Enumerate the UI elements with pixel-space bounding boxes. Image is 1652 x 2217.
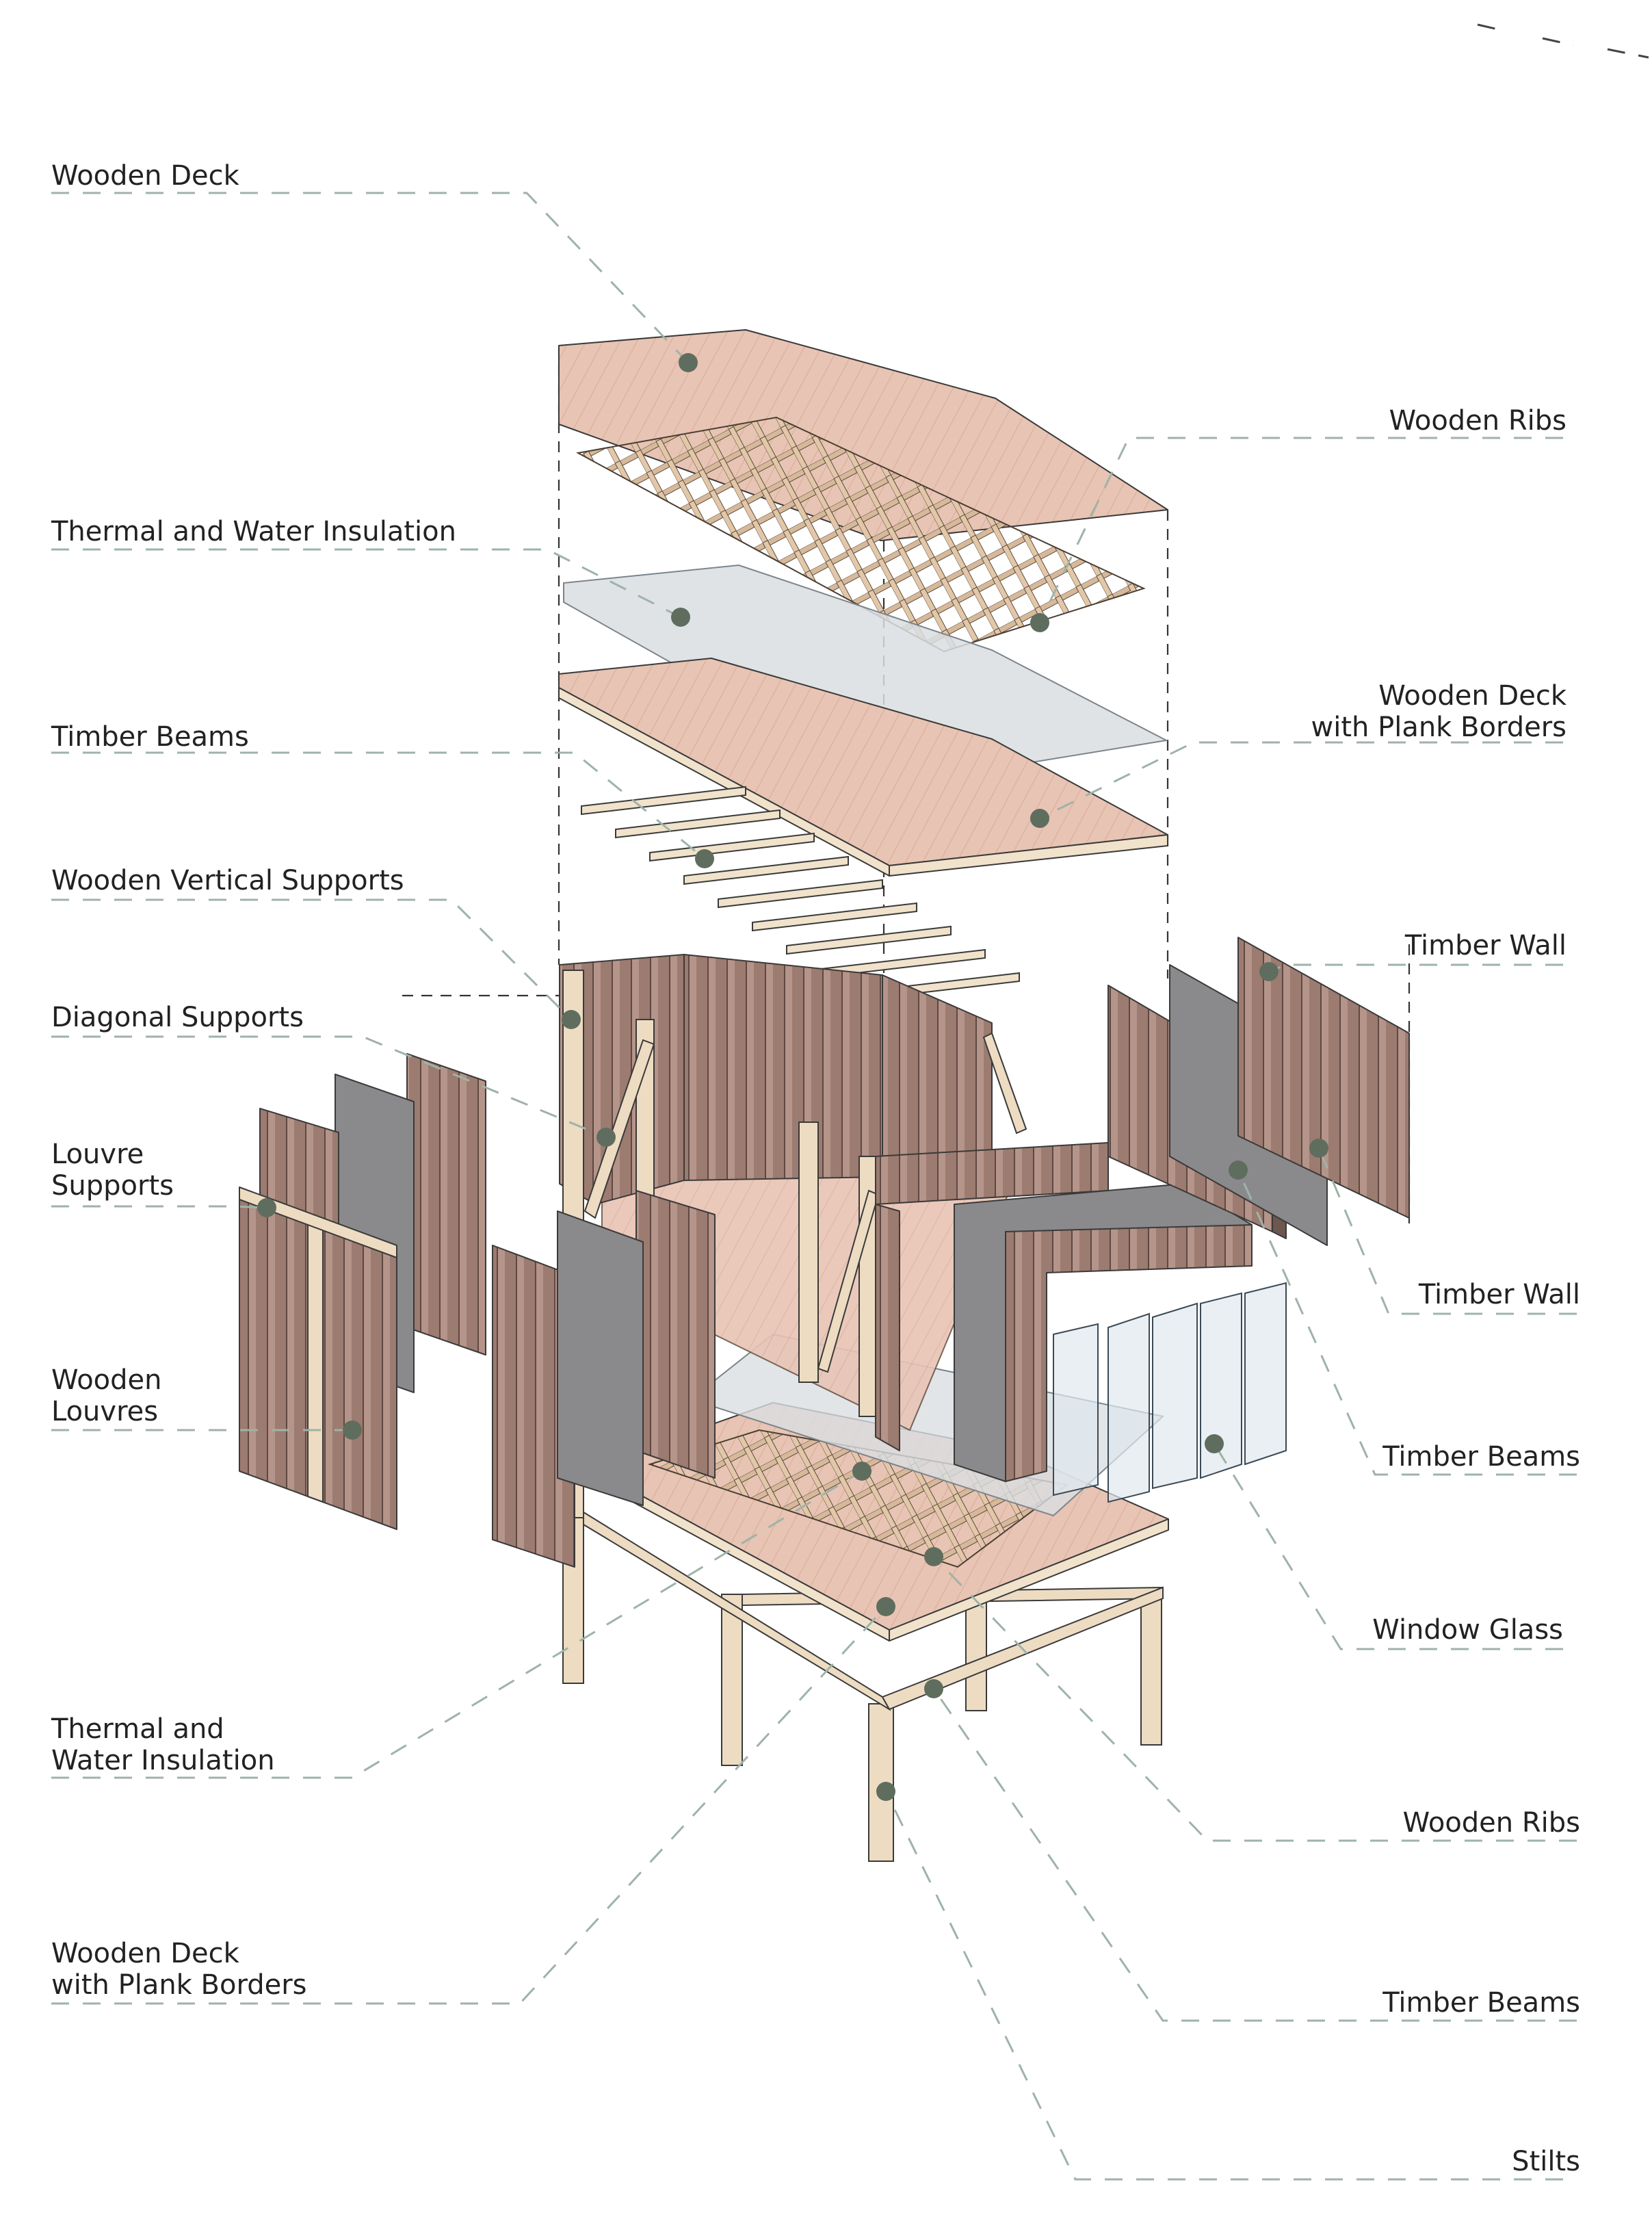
label-thermal-insulation-top: Thermal and Water Insulation <box>51 516 456 547</box>
label-diagonal-supports: Diagonal Supports <box>51 1002 304 1033</box>
corner-dashes <box>1477 23 1649 59</box>
label-window-glass: Window Glass <box>1372 1614 1563 1646</box>
label-wooden-ribs-top: Wooden Ribs <box>1389 405 1566 437</box>
roof-insulation-sheet <box>563 564 1169 787</box>
label-timber-beams-bottom: Timber Beams <box>1382 1987 1580 2019</box>
middle-wall-panels <box>492 1210 644 1568</box>
label-wooden-vertical-supports: Wooden Vertical Supports <box>51 865 404 896</box>
roof-wooden-deck <box>558 329 1168 541</box>
label-timber-wall-1: Timber Wall <box>1404 930 1566 961</box>
upper-deck-plank-borders <box>558 658 1168 877</box>
upper-timber-beams <box>581 786 1020 1002</box>
window-glass-panels <box>1053 1282 1287 1503</box>
front-left-timber-wall <box>635 1190 716 1479</box>
label-stilts: Stilts <box>1512 2146 1580 2177</box>
callout-dots <box>257 353 1328 1801</box>
diagonal-supports <box>584 1032 1027 1373</box>
left-labels: Wooden Deck Thermal and Water Insulation… <box>51 160 456 2001</box>
inner-front-wall <box>875 1142 1109 1451</box>
roof-wooden-ribs <box>576 416 1146 653</box>
label-timber-beams-mid: Timber Beams <box>1382 1441 1580 1473</box>
label-wooden-ribs-bottom: Wooden Ribs <box>1403 1807 1580 1839</box>
label-wooden-deck-top: Wooden Deck <box>51 160 240 192</box>
label-timber-wall-2: Timber Wall <box>1418 1279 1580 1310</box>
louvre-assembly <box>239 1053 486 1530</box>
back-timber-walls <box>559 954 993 1205</box>
label-timber-beams-top: Timber Beams <box>51 721 249 753</box>
